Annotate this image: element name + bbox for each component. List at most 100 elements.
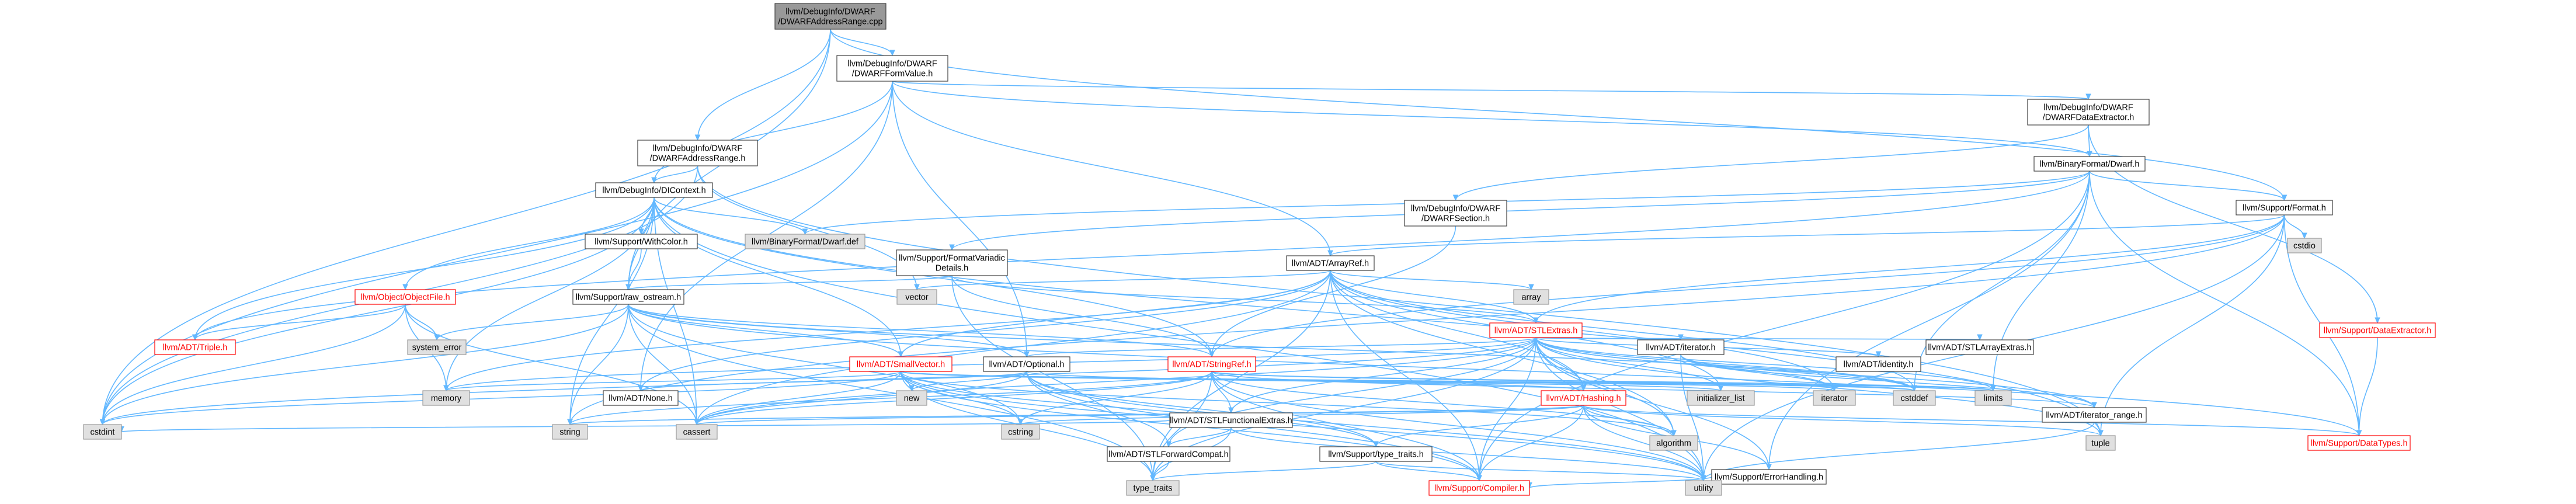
- node-label: string: [559, 428, 580, 437]
- edge-arrayref-to-stlextras: [1330, 270, 1536, 324]
- node-arrayref[interactable]: llvm/ADT/ArrayRef.h: [1286, 255, 1375, 271]
- node-formvalue[interactable]: llvm/DebugInfo/DWARF/DWARFFormValue.h: [836, 55, 948, 82]
- edge-formatvariadic-to-typetraits: [951, 275, 1153, 481]
- edge-objectfile-to-cstdint: [102, 304, 406, 425]
- node-box: [1925, 339, 2034, 355]
- node-typetraits[interactable]: type_traits: [1126, 480, 1180, 496]
- node-dataextractor_dw[interactable]: llvm/DebugInfo/DWARF/DWARFDataExtractor.…: [2027, 99, 2150, 126]
- edge-dicontext-to-memory: [446, 197, 655, 391]
- arrowhead-root-to-formvalue: [889, 50, 895, 57]
- node-box: [1649, 435, 1698, 451]
- node-triple[interactable]: llvm/ADT/Triple.h: [154, 339, 236, 355]
- node-algorithm[interactable]: algorithm: [1649, 435, 1698, 451]
- node-box: [1685, 480, 1722, 496]
- edge-stlextras-to-stlfunctional: [1230, 337, 1536, 413]
- arrowhead-formvalue-to-dataextractor_dw: [2085, 93, 2091, 100]
- node-label: llvm/Support/FormatVariadic: [899, 254, 1005, 263]
- node-label: llvm/Support/type_traits.h: [1328, 450, 1424, 460]
- node-dwarfsection[interactable]: llvm/DebugInfo/DWARF/DWARFSection.h: [1404, 200, 1507, 227]
- edge-supportformat-to-cstdio: [2283, 214, 2305, 239]
- edge-hashing-to-compiler: [1479, 405, 1584, 481]
- edge-stringref-to-utility: [1211, 371, 1704, 481]
- edge-binarydwarf-to-triple: [194, 171, 2090, 340]
- node-utility[interactable]: utility: [1685, 480, 1722, 496]
- node-memory[interactable]: memory: [422, 390, 470, 406]
- node-label: llvm/DebugInfo/DIContext.h: [602, 186, 705, 196]
- node-datatypes[interactable]: llvm/Support/DataTypes.h: [2307, 435, 2411, 451]
- node-label: /DWARFFormValue.h: [852, 69, 933, 79]
- arrowhead-typetraitsh-to-utility: [1701, 475, 1706, 482]
- node-none[interactable]: llvm/ADT/None.h: [603, 390, 679, 406]
- edge-stlextras-to-cstddef: [1535, 337, 1915, 391]
- edge-stlextras-to-iterator: [1535, 337, 1835, 391]
- node-initlist[interactable]: initializer_list: [1687, 390, 1755, 406]
- edge-hashing-to-typetraitsh: [1375, 405, 1584, 447]
- node-new[interactable]: new: [896, 390, 927, 406]
- node-box: [585, 234, 698, 249]
- edge-optional-to-new: [911, 371, 1027, 391]
- node-label: initializer_list: [1697, 394, 1744, 404]
- node-vector[interactable]: vector: [896, 289, 937, 305]
- node-stlarrayextras[interactable]: llvm/ADT/STLArrayExtras.h: [1925, 339, 2034, 355]
- arrowhead-hashing-to-cstring: [1017, 419, 1024, 426]
- node-cstddef[interactable]: cstddef: [1893, 390, 1936, 406]
- node-stlextras[interactable]: llvm/ADT/STLExtras.h: [1489, 322, 1583, 338]
- node-label: llvm/Support/DataExtractor.h: [2324, 326, 2432, 336]
- edge-stlextras-to-iteratorh: [1535, 337, 1681, 340]
- node-stringref[interactable]: llvm/ADT/StringRef.h: [1167, 356, 1256, 372]
- node-label: llvm/DebugInfo/DWARF: [2043, 103, 2133, 113]
- edge-rawostream-to-systemerror: [436, 304, 629, 340]
- node-withcolor[interactable]: llvm/Support/WithColor.h: [585, 234, 698, 249]
- edge-stlextras-to-optional: [1026, 337, 1536, 357]
- node-box: [2027, 99, 2150, 126]
- edge-smallvector-to-cassert: [696, 371, 902, 425]
- node-cstdint[interactable]: cstdint: [83, 424, 122, 440]
- node-iteratorrange[interactable]: llvm/ADT/iterator_range.h: [2042, 407, 2147, 423]
- node-limits[interactable]: limits: [1974, 390, 2012, 406]
- node-identity[interactable]: llvm/ADT/identity.h: [1835, 356, 1921, 372]
- node-supportformat[interactable]: llvm/Support/Format.h: [2236, 200, 2333, 215]
- node-root[interactable]: llvm/DebugInfo/DWARF/DWARFAddressRange.c…: [774, 3, 887, 30]
- edge-root-to-formvalue: [830, 29, 893, 56]
- node-box: [896, 249, 1008, 276]
- node-stlforwardcompat[interactable]: llvm/ADT/STLForwardCompat.h: [1107, 446, 1230, 462]
- node-iterator[interactable]: iterator: [1813, 390, 1856, 406]
- node-compiler[interactable]: llvm/Support/Compiler.h: [1428, 480, 1530, 496]
- arrowhead-formatvariadic-to-rawostream: [625, 284, 631, 291]
- node-array[interactable]: array: [1513, 289, 1549, 305]
- node-rawostream[interactable]: llvm/Support/raw_ostream.h: [572, 289, 684, 305]
- node-dwarfdef[interactable]: llvm/BinaryFormat/Dwarf.def: [745, 234, 865, 249]
- arrowhead-dicontext-to-withcolor: [638, 228, 644, 235]
- edge-formvalue-to-optional: [892, 81, 1027, 357]
- node-optional[interactable]: llvm/ADT/Optional.h: [983, 356, 1070, 372]
- edge-stlfunctional-to-stlforwardcompat: [1168, 427, 1232, 447]
- node-objectfile[interactable]: llvm/Object/ObjectFile.h: [354, 289, 456, 305]
- edge-optional-to-utility: [1026, 371, 1704, 481]
- node-string[interactable]: string: [552, 424, 588, 440]
- node-systemerror[interactable]: system_error: [407, 339, 467, 355]
- node-box: [745, 234, 865, 249]
- node-cassert[interactable]: cassert: [676, 424, 718, 440]
- node-stlfunctional[interactable]: llvm/ADT/STLFunctionalExtras.h: [1169, 412, 1293, 428]
- node-cstdio[interactable]: cstdio: [2287, 238, 2322, 253]
- arrowhead-optional-to-new: [909, 385, 915, 392]
- node-dicontext[interactable]: llvm/DebugInfo/DIContext.h: [595, 182, 713, 198]
- arrowhead-hashing-to-typetraitsh: [1373, 441, 1379, 448]
- node-smallvector[interactable]: llvm/ADT/SmallVector.h: [849, 356, 952, 372]
- node-cstring[interactable]: cstring: [1001, 424, 1040, 440]
- node-binarydwarf[interactable]: llvm/BinaryFormat/Dwarf.h: [2033, 156, 2146, 172]
- node-hashing[interactable]: llvm/ADT/Hashing.h: [1541, 390, 1626, 406]
- node-dataextractor[interactable]: llvm/Support/DataExtractor.h: [2319, 322, 2436, 338]
- node-tuple[interactable]: tuple: [2085, 435, 2116, 451]
- edge-iteratorh-to-cstddef: [1680, 354, 1915, 391]
- node-iteratorh[interactable]: llvm/ADT/iterator.h: [1637, 339, 1725, 355]
- edge-formvalue-to-arrayref: [892, 81, 1331, 256]
- edge-optional-to-none: [640, 371, 1027, 391]
- node-errorhandling[interactable]: llvm/Support/ErrorHandling.h: [1711, 469, 1827, 485]
- node-label: memory: [431, 394, 462, 404]
- node-label: cstring: [1008, 428, 1033, 437]
- node-addrrange[interactable]: llvm/DebugInfo/DWARF/DWARFAddressRange.h: [637, 140, 758, 166]
- edge-stlextras-to-initlist: [1535, 337, 1722, 391]
- node-typetraitsh[interactable]: llvm/Support/type_traits.h: [1319, 446, 1433, 462]
